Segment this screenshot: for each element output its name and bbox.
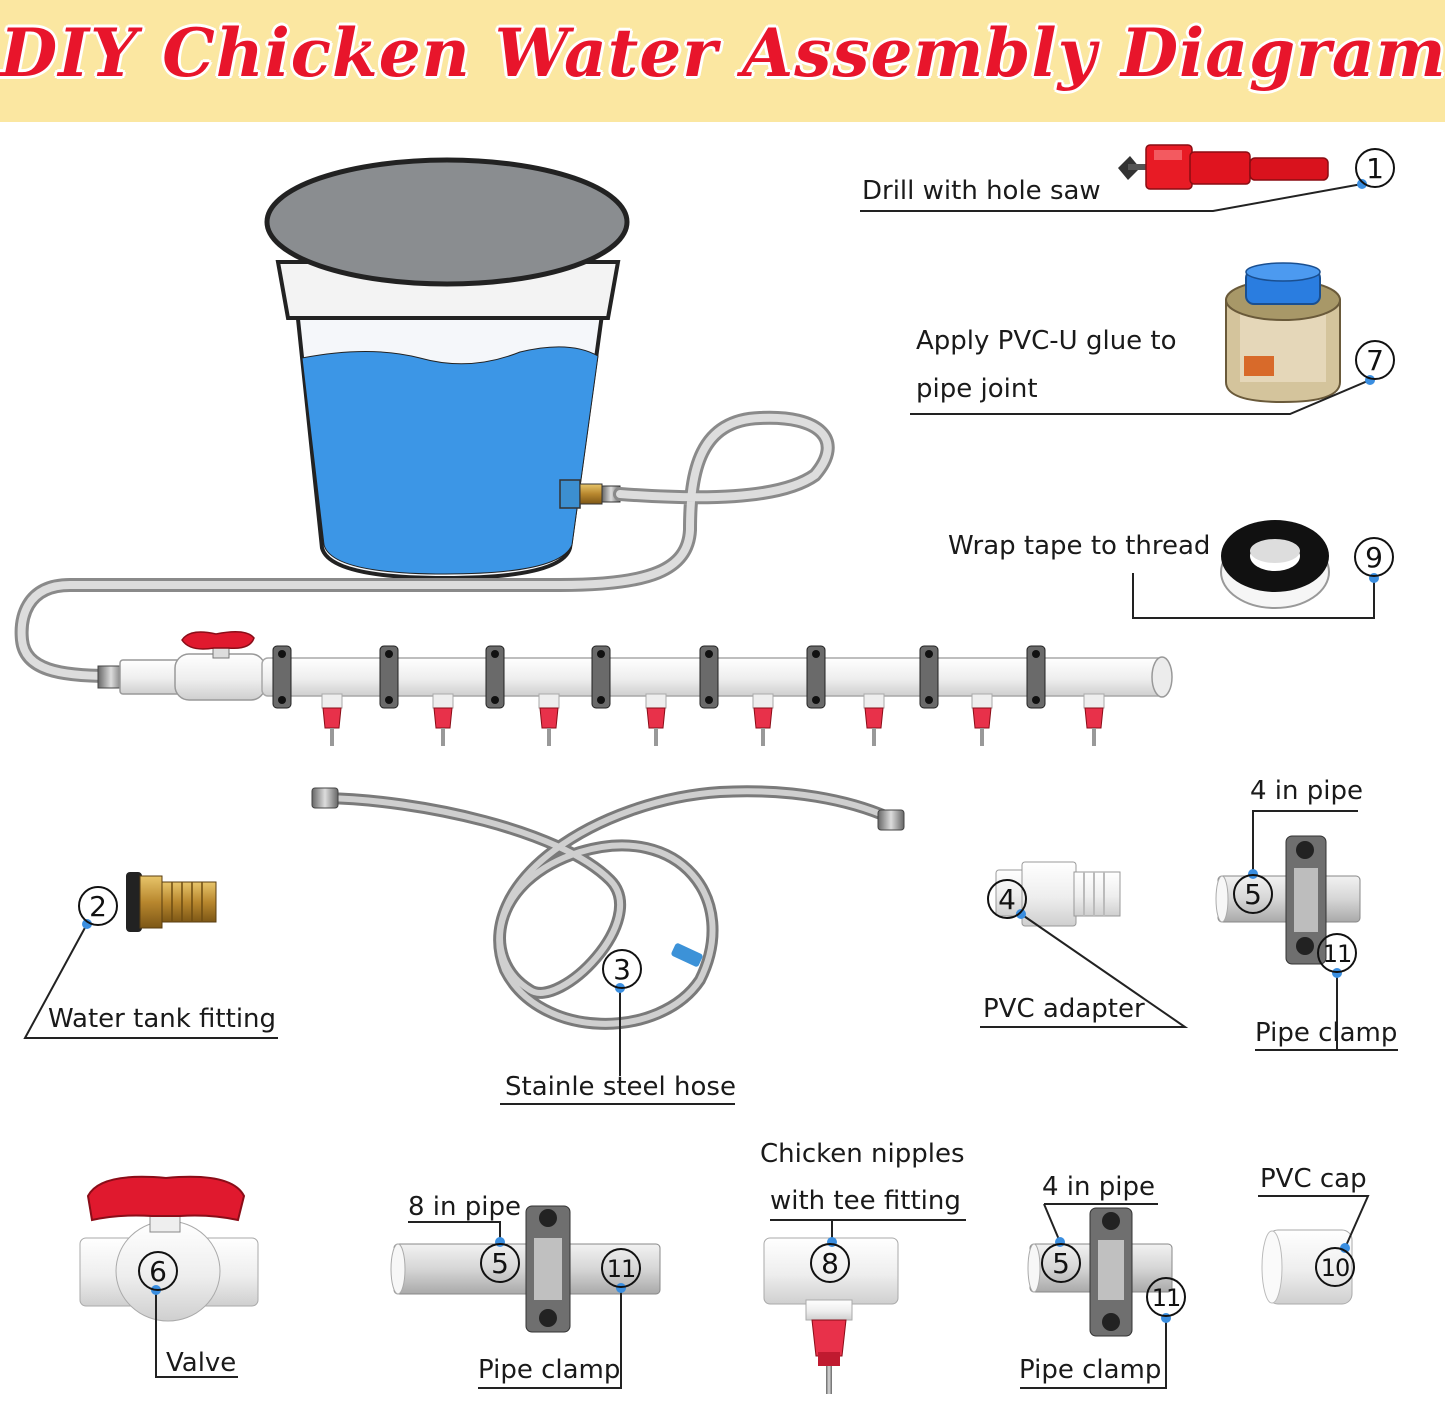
clamp-bolt-icon [812,650,820,658]
nipple-pin-icon [547,728,551,746]
label-hose: Stainle steel hose [505,1072,736,1102]
label-pipe-clamp-b2: Pipe clamp [1019,1355,1162,1385]
supply-hose-icon [14,410,835,683]
label-nipples-line2: with tee fitting [770,1186,961,1216]
label-pipe-clamp-right: Pipe clamp [1255,1018,1398,1048]
label-pvc-adapter: PVC adapter [983,994,1145,1024]
nipple-icon [1084,707,1104,729]
nipple-pin-icon [761,728,765,746]
nipple-pin-icon [441,728,445,746]
tee-stub-icon [645,693,667,709]
bucket-icon [264,157,630,581]
clamp-bolt-icon [812,696,820,704]
nipple-icon [753,707,773,729]
pipe-clamp-icon [485,645,505,709]
clamp-bolt-icon [491,650,499,658]
callout-11c: 11 [1146,1277,1186,1317]
label-glue-line2: pipe joint [916,374,1038,404]
tee-stub-icon [1083,693,1105,709]
nipple-icon [972,707,992,729]
callout-4: 4 [987,879,1027,919]
leader-lines [23,183,1398,1389]
glue-can-icon [1225,262,1341,404]
callout-5c: 5 [1041,1243,1081,1283]
label-four-in-pipe-bottom: 4 in pipe [1042,1172,1156,1202]
callout-5a: 5 [1233,874,1273,914]
pipe-clamp-icon [379,645,399,709]
nipple-icon [864,707,884,729]
nipple-icon [322,707,342,729]
nipple-pin-icon [1092,728,1096,746]
page-title: DIY Chicken Water Assembly Diagram [0,14,1445,92]
label-drill: Drill with hole saw [862,176,1101,206]
tee-stub-icon [538,693,560,709]
steel-hose-icon [311,785,905,1030]
label-glue-line1: Apply PVC-U glue to [916,326,1177,356]
clamp-bolt-icon [925,650,933,658]
label-pvc-cap: PVC cap [1260,1164,1367,1194]
clamp-bolt-icon [1032,696,1040,704]
callout-8: 8 [810,1243,850,1283]
clamp-bolt-icon [597,650,605,658]
label-eight-in-pipe: 8 in pipe [408,1192,522,1222]
pipe-clamp-icon [1026,645,1046,709]
callout-6: 6 [138,1251,178,1291]
callout-9: 9 [1354,537,1394,577]
callout-2: 2 [78,886,118,926]
label-four-in-pipe-top: 4 in pipe [1250,776,1364,806]
clamp-bolt-icon [597,696,605,704]
tank-fitting-icon [126,872,217,932]
title-banner [0,0,1445,122]
tee-stub-icon [432,693,454,709]
callout-11a: 11 [1317,933,1357,973]
nipple-pin-icon [654,728,658,746]
callout-3: 3 [602,949,642,989]
tee-stub-icon [752,693,774,709]
nipple-pin-icon [330,728,334,746]
callout-10: 10 [1315,1247,1355,1287]
hole-saw-icon [1118,144,1329,190]
pipe-clamp-icon [699,645,719,709]
clamp-bolt-icon [491,696,499,704]
nipple-pin-icon [980,728,984,746]
label-nipples-line1: Chicken nipples [760,1139,965,1169]
clamp-bolt-icon [1032,650,1040,658]
eight-in-pipe-clamp-icon [390,1205,661,1333]
clamp-bolt-icon [705,696,713,704]
tape-roll-icon [1220,520,1330,609]
clamp-bolt-icon [385,650,393,658]
anchor-dots [82,179,1379,1323]
nipple-pin-icon [872,728,876,746]
nipple-icon [433,707,453,729]
label-pipe-clamp-b1: Pipe clamp [478,1355,621,1385]
manifold-assembly [97,631,1173,746]
pipe-clamp-icon [272,645,292,709]
clamp-bolt-icon [278,696,286,704]
clamp-bolt-icon [278,650,286,658]
tee-stub-icon [321,693,343,709]
pipe-clamp-icon [806,645,826,709]
callout-11b: 11 [601,1248,641,1288]
pipe-clamp-icon [591,645,611,709]
pipe-clamp-icon [919,645,939,709]
callout-5b: 5 [480,1243,520,1283]
nipple-icon [646,707,666,729]
ball-valve-icon [79,1175,259,1322]
tee-stub-icon [971,693,993,709]
label-valve: Valve [166,1348,237,1378]
tee-stub-icon [863,693,885,709]
clamp-bolt-icon [705,650,713,658]
label-tank-fitting: Water tank fitting [48,1004,277,1034]
clamp-bolt-icon [925,696,933,704]
callout-7: 7 [1355,340,1395,380]
nipple-icon [539,707,559,729]
four-in-pipe-clamp-icon [1027,1207,1173,1337]
clamp-bolt-icon [385,696,393,704]
label-tape: Wrap tape to thread [948,531,1211,561]
callout-1: 1 [1355,148,1395,188]
